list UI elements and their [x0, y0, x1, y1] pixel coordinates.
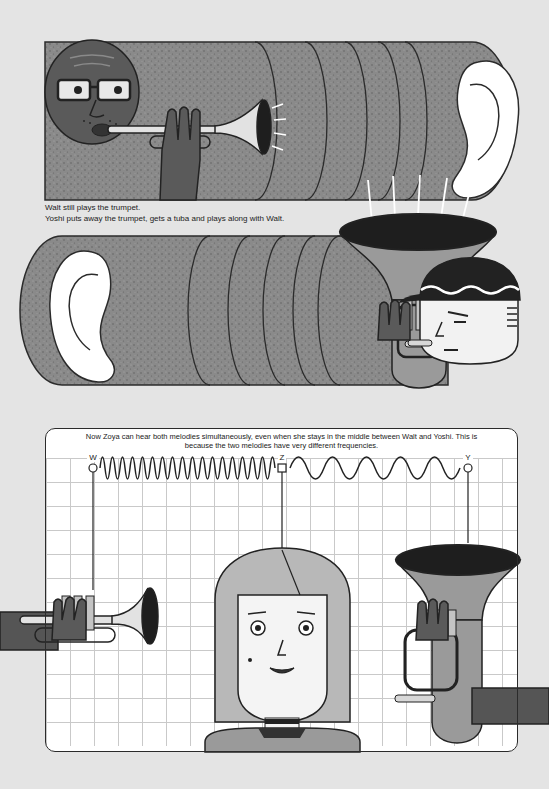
tuba [472, 688, 549, 724]
yoshi-face [448, 312, 468, 322]
sound-tube [188, 236, 210, 385]
zoya [278, 640, 286, 655]
trumpet [215, 100, 262, 154]
sound-tube [318, 236, 340, 385]
leader-line [464, 464, 472, 472]
sound-tube [263, 236, 285, 385]
trumpet [86, 596, 94, 630]
walt-face [90, 100, 104, 117]
caption-text: Now Zoya can hear both melodies simultan… [77, 432, 487, 450]
yoshi-face [398, 258, 520, 364]
panel-ground [46, 458, 517, 746]
trumpet [52, 597, 86, 640]
yoshi-face [444, 349, 458, 351]
signal-letter: Z [278, 454, 287, 462]
walt-face [98, 80, 130, 100]
yoshi-face [420, 298, 518, 364]
yoshi-face [507, 308, 517, 326]
walt-face [70, 55, 114, 66]
ear [470, 84, 499, 160]
story-text: Yoshi puts away the trumpet, gets a tuba… [45, 214, 284, 224]
walt-face [90, 86, 98, 89]
sound-tube [345, 42, 367, 200]
walt-face [89, 122, 91, 124]
ear [69, 274, 98, 350]
zoya [248, 658, 252, 662]
walt-face [83, 120, 85, 122]
zoya [255, 625, 261, 631]
tuba [395, 545, 549, 743]
tuba [395, 695, 435, 702]
tuba [448, 610, 456, 636]
tuba [416, 599, 448, 640]
signal-letter: Y [463, 454, 472, 462]
signal-letter: W [87, 454, 99, 462]
zoya [238, 595, 327, 722]
zoya [215, 548, 350, 722]
hand [378, 300, 410, 340]
walt-face [114, 86, 122, 94]
tuba [340, 214, 496, 250]
sound-tube [305, 42, 327, 200]
zoya [265, 719, 299, 724]
zoya [205, 548, 360, 752]
ear [452, 61, 518, 198]
walt-face [115, 123, 117, 125]
walt-face [109, 120, 111, 122]
zoya [282, 550, 300, 595]
sound-tube [378, 42, 400, 200]
yoshi-face [398, 294, 420, 303]
sound-tube [255, 42, 277, 200]
sound-tube [228, 236, 250, 385]
zoya [270, 668, 294, 673]
panel-box: Now Zoya can hear both melodies simultan… [45, 428, 518, 752]
ear [50, 251, 114, 382]
zoya [299, 621, 313, 635]
walt-face [74, 86, 82, 94]
sound-tube [405, 42, 427, 200]
sound-tube [293, 236, 315, 385]
walt-face [58, 80, 90, 100]
trumpet [272, 104, 286, 150]
wave [100, 457, 275, 479]
hand [160, 107, 200, 200]
zoya [248, 612, 315, 614]
yoshi-face [408, 340, 432, 346]
zoya [303, 625, 309, 631]
yoshi-face [436, 322, 444, 336]
wave [290, 457, 460, 479]
ear [452, 61, 518, 198]
trumpet [142, 588, 158, 644]
hand [160, 107, 200, 200]
trumpet [0, 588, 158, 650]
yoshi-face [420, 258, 520, 300]
hand [378, 300, 410, 340]
yoshi-face [421, 287, 519, 294]
ear [50, 251, 114, 382]
leader-line [89, 464, 97, 472]
tuba [396, 545, 520, 575]
zoya [251, 621, 265, 635]
zoya [205, 728, 360, 752]
leader-line [278, 464, 286, 472]
trumpet [257, 100, 271, 154]
story-text: Walt still plays the trumpet. [45, 203, 140, 213]
zoya [258, 728, 306, 738]
